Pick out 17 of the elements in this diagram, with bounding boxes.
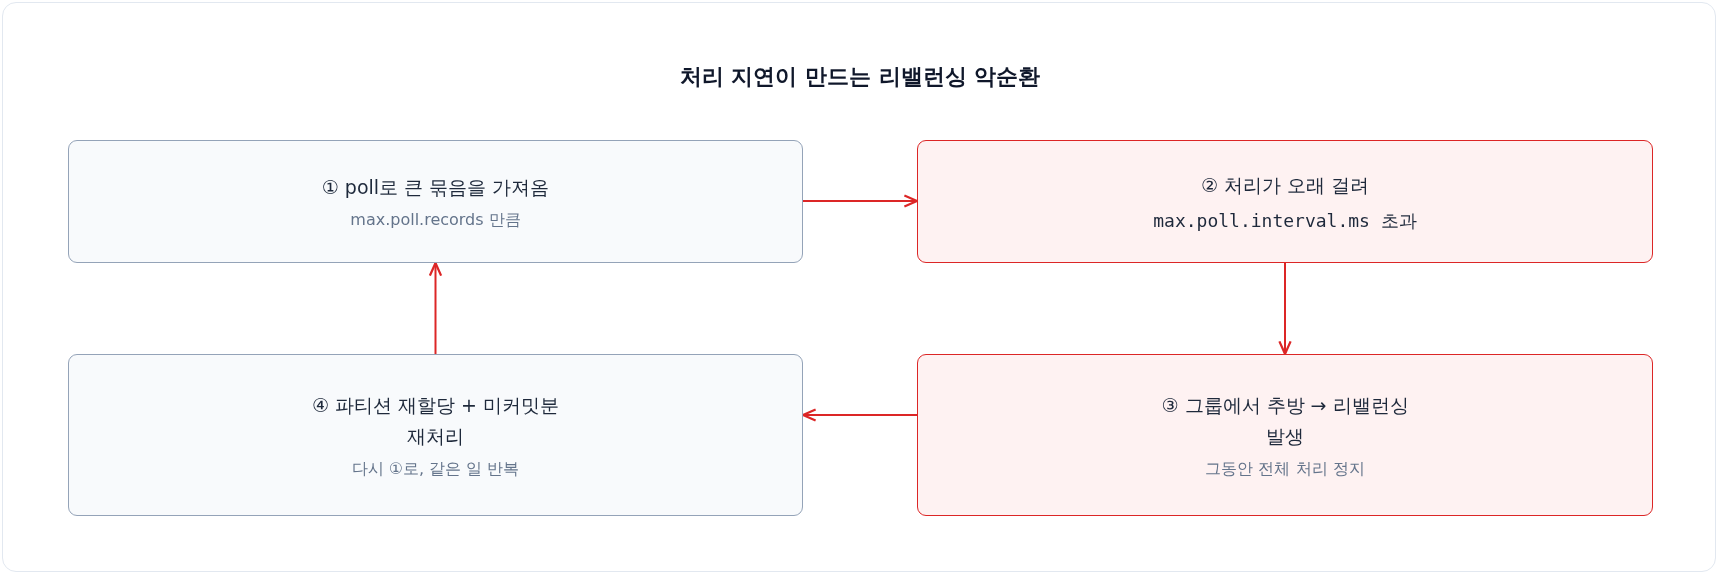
step-heading: ③ 그룹에서 추방 → 리밸런싱 발생 [1160,393,1410,449]
arrow [428,261,443,355]
process-box [917,354,1653,516]
process-box [917,140,1653,263]
step-heading: ① poll로 큰 묶음을 가져옴 [321,174,550,200]
step-note: max.poll.records 만큼 [350,210,521,232]
process-box [68,140,803,263]
arrow [802,194,919,208]
step-note: 다시 ①로, 같은 일 반복 [351,458,520,480]
process-box [68,354,803,516]
step-heading: ④ 파티션 재할당 + 미커밋분 재처리 [310,393,561,449]
step-note: 그동안 전체 처리 정지 [1205,458,1365,480]
arrow [801,408,918,422]
arrow [1278,262,1292,356]
diagram-title: 처리 지연이 만드는 리밸런싱 악순환 [678,63,1042,91]
step-note: max.poll.interval.ms 초과 [1153,208,1417,233]
step-heading: ② 처리가 오래 걸려 [1200,173,1370,199]
